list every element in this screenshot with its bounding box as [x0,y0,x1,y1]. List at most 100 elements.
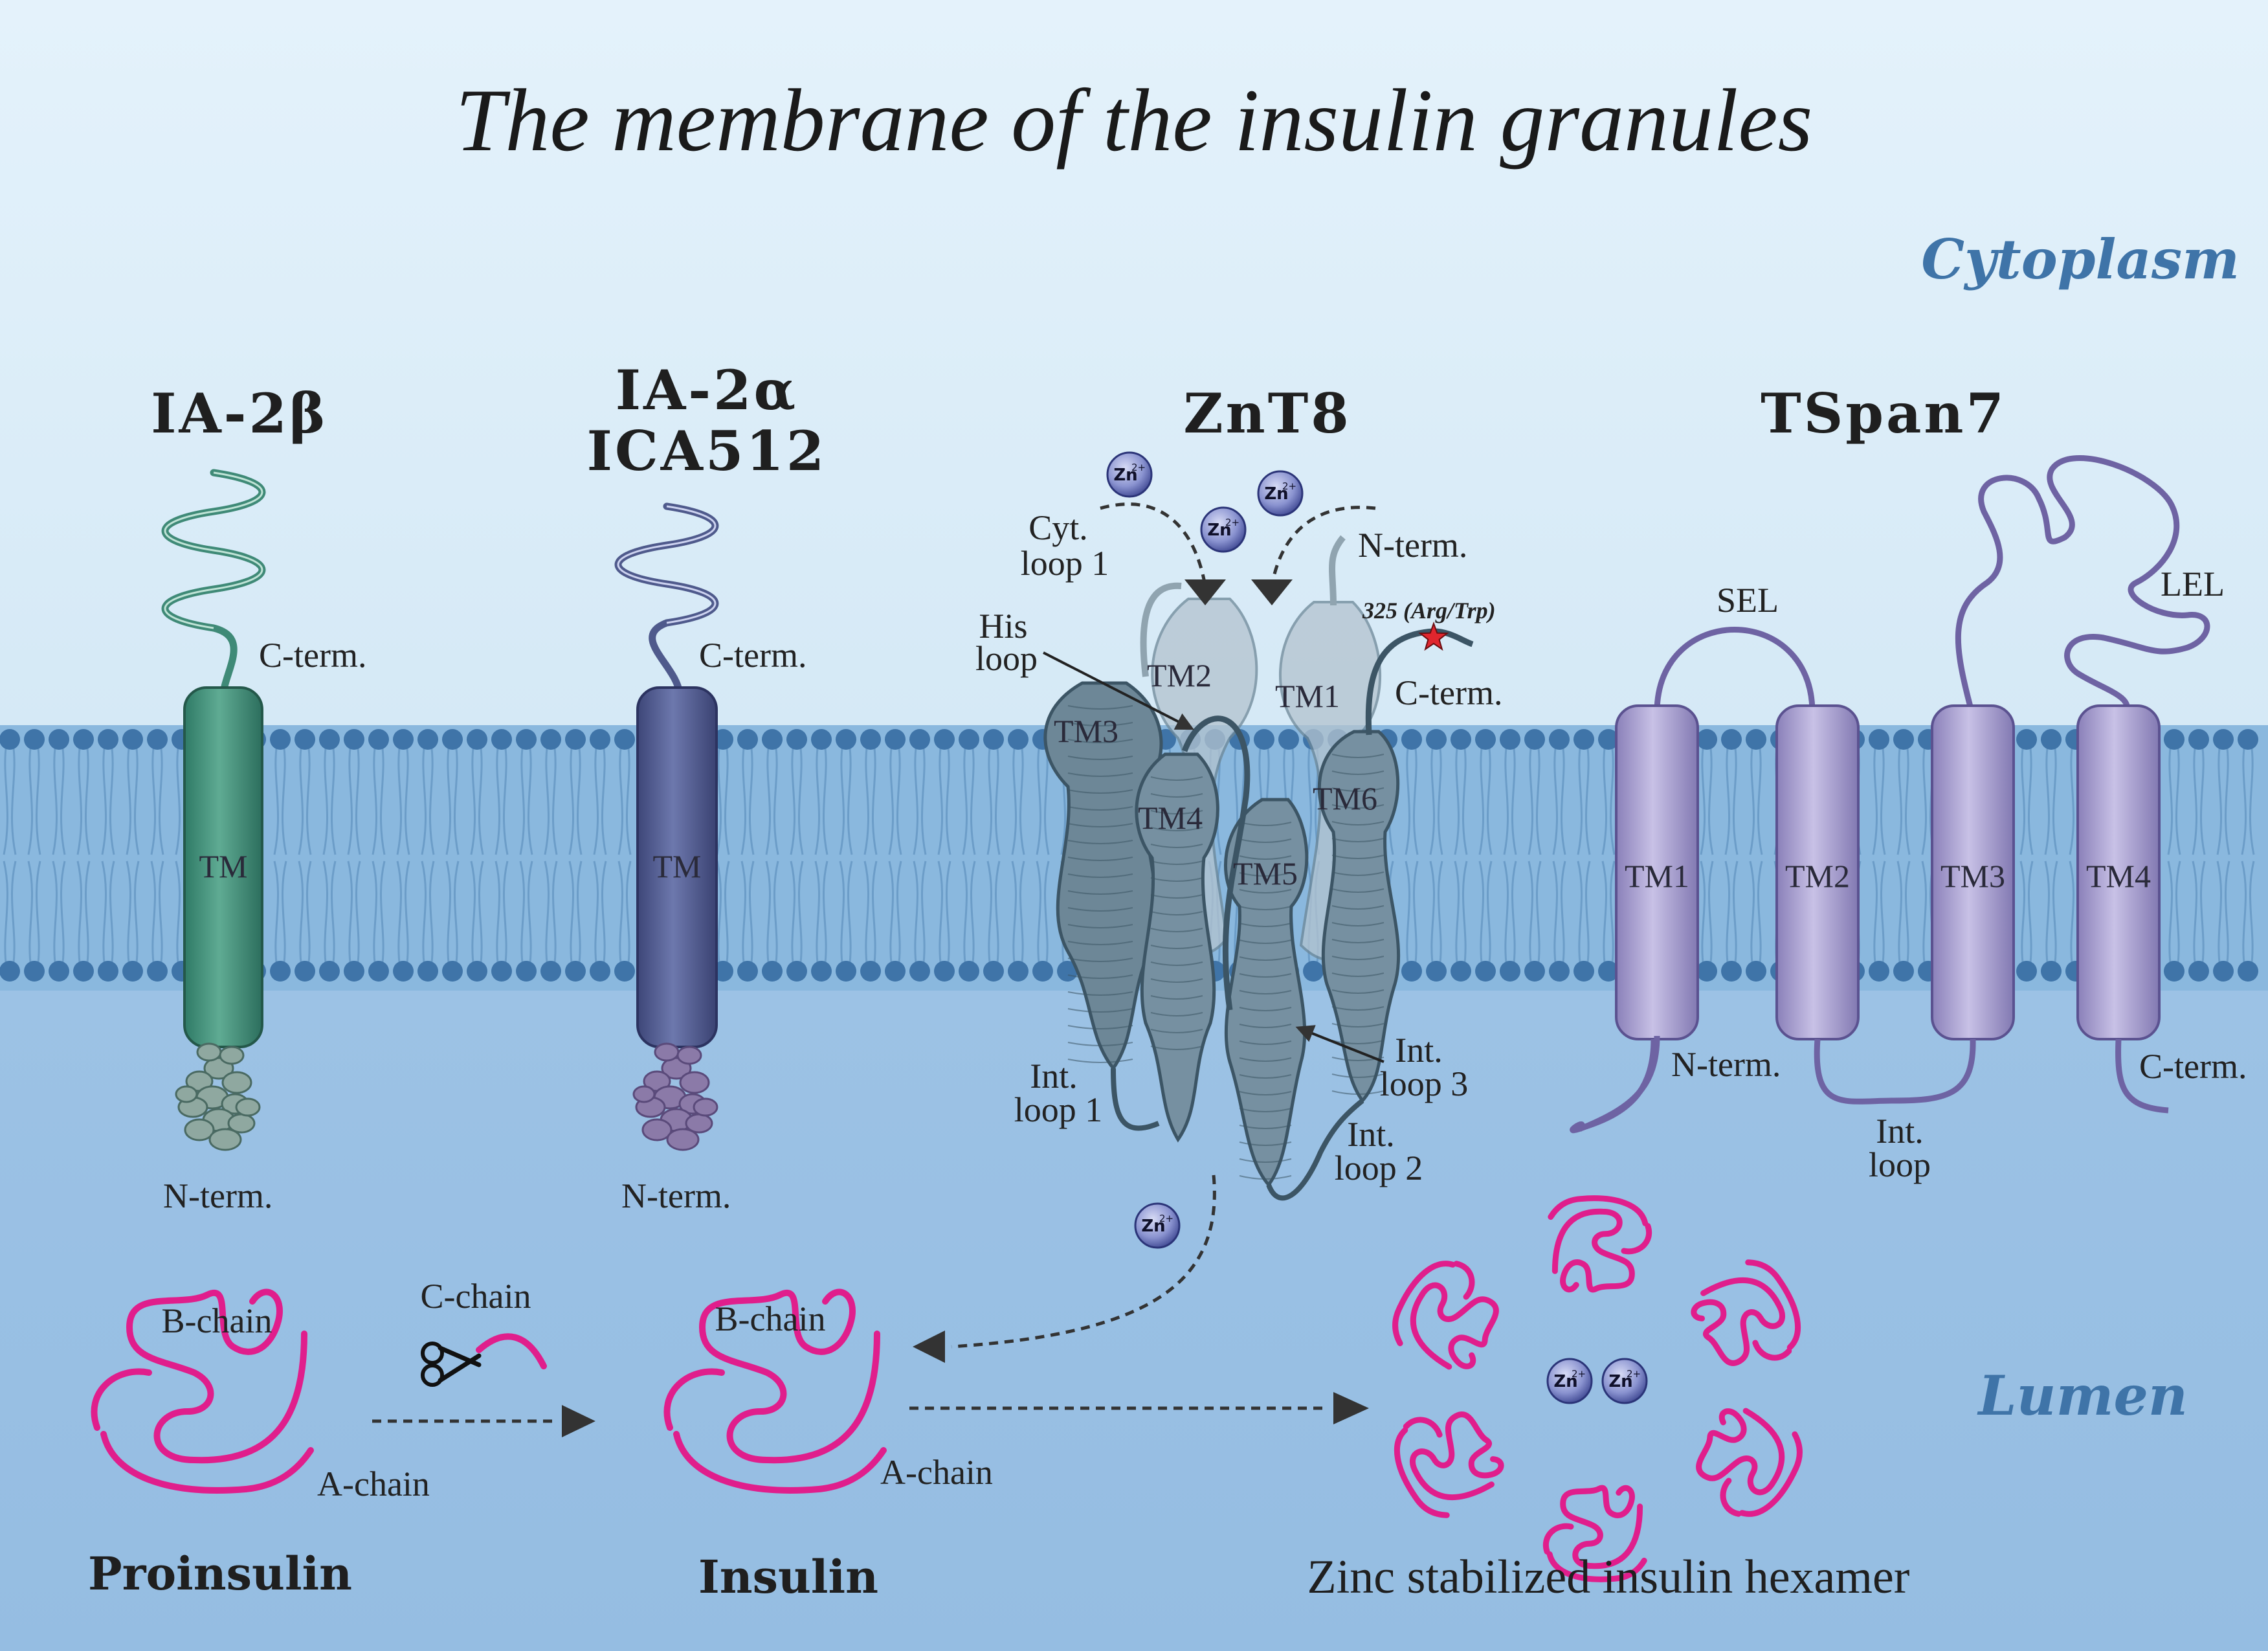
c-chain-peptide [476,1333,547,1369]
c-chain-label: C-chain [421,1277,531,1316]
znt8-nterm-label: N-term. [1358,526,1467,565]
ia2b-nterm-label: N-term. [163,1176,272,1215]
znt8-tm6-label: TM6 [1313,780,1377,816]
znt8-int2-label-2: loop 2 [1335,1149,1423,1187]
hexamer-label: Zinc stabilized insulin hexamer [1307,1551,1910,1604]
znt8-tm4-helix [1135,752,1219,1143]
znt8-zn-influx-arrow-right [1270,506,1376,587]
svg-text:2+: 2+ [1572,1368,1586,1380]
tspan7-sel-label: SEL [1717,581,1779,620]
svg-text:Zn: Zn [1264,484,1288,504]
znt8-his-label-1: His [979,607,1027,646]
znt8-cyt-label-2: loop 1 [1021,544,1109,583]
znt8-tm3-label: TM3 [1054,713,1118,749]
insulin-molecule: B-chain A-chain Insulin [663,1288,993,1604]
znt8-zn-influx-arrowhead-left [1184,579,1226,605]
tspan7-cterm-tail [2115,1039,2169,1114]
znt8-int3-label-1: Int. [1395,1031,1443,1070]
znt8-name: ZnT8 [1183,381,1351,445]
hexamer-insulin-unit [1691,1259,1801,1366]
svg-text:2+: 2+ [1627,1368,1641,1380]
proinsulin-a-chain [91,1368,152,1431]
tspan7-tm3-label: TM3 [1940,858,2005,894]
znt8-int3-label-2: loop 3 [1380,1064,1469,1103]
ica512-name: ICA512 [587,419,827,483]
variant-325-star [1418,622,1449,651]
cytoplasm-label: Cytoplasm [1921,227,2240,291]
znt8-int-loop2 [1266,1098,1364,1201]
insulin-label: Insulin [698,1550,878,1604]
ia2a-protein: IA-2α ICA512 TM C-term. N-term. [587,358,827,1215]
tspan7-name: TSpan7 [1761,381,2007,445]
tspan7-int-label-2: loop [1869,1145,1931,1184]
zinc-ion: Zn2+ [1200,506,1247,553]
proinsulin-b-chain-label: B-chain [162,1301,272,1340]
ia2a-cterm-label: C-term. [699,636,806,675]
page-title: The membrane of the insulin granules [456,71,1813,170]
ia2a-nterm-label: N-term. [621,1176,731,1215]
ia2b-nterm-domain [175,1042,261,1151]
ia2a-tm-label: TM [653,848,702,884]
svg-text:Zn: Zn [1553,1372,1577,1391]
svg-text:2+: 2+ [1131,462,1146,473]
zinc-ion: Zn2+ [1134,1202,1181,1249]
svg-text:Zn: Zn [1141,1217,1165,1236]
znt8-his-label-2: loop [975,639,1038,678]
znt8-zn-efflux-arrow [951,1174,1216,1349]
zinc-ion: Zn2+ [1546,1358,1593,1404]
tspan7-lel-label: LEL [2161,565,2225,603]
znt8-his-loop-pointer [1043,651,1194,730]
tspan7-int-label-1: Int. [1876,1112,1924,1151]
tspan7-tm1-label: TM1 [1625,858,1689,894]
proinsulin-a-chain-2 [100,1431,314,1494]
hexamer-insulin-unit [1392,1261,1499,1370]
insulin-hexamer [1392,1195,1803,1582]
ia2b-tm-label: TM [199,848,248,884]
znt8-zn-influx-arrowhead-right [1251,579,1293,605]
znt8-nterm-tail [1329,535,1346,606]
znt8-int1-label-1: Int. [1030,1057,1078,1095]
znt8-cterm-tail [1365,628,1474,736]
znt8-int1-label-2: loop 1 [1014,1090,1103,1129]
znt8-tm5-label: TM5 [1233,855,1298,892]
zinc-ion: Zn2+ [1257,470,1304,517]
ia2a-tail-highlight [617,505,717,624]
hexamer-arrowhead [1333,1392,1369,1424]
ia2a-nterm-domain [632,1042,718,1151]
tspan7-nterm-tail-2 [1584,1039,1657,1130]
hexamer-insulin-unit [1394,1411,1504,1518]
insulin-b-chain-label: B-chain [715,1299,826,1338]
proinsulin-molecule: B-chain A-chain Proinsulin [88,1288,430,1600]
cleavage-arrowhead [562,1405,595,1437]
znt8-cyt-label-1: Cyt. [1028,508,1088,547]
znt8-tm4-label: TM4 [1138,800,1203,836]
zinc-ions: Zn2+Zn2+Zn2+Zn2+Zn2+Zn2+ [1106,451,1648,1404]
znt8-tm1-label: TM1 [1275,678,1340,714]
ia2b-protein: IA-2β TM C-term. N-term. [151,381,366,1215]
znt8-cterm-label: C-term. [1395,673,1502,712]
insulin-chain-shape [698,1288,880,1464]
znt8-zn-efflux-arrowhead [913,1331,945,1363]
hexamer-insulin-unit [1696,1408,1803,1517]
tspan7-protein: TSpan7 SEL LEL TM1 TM2 TM3 TM4 N-term. I… [1570,381,2247,1184]
hexamer-insulin-unit [1542,1485,1647,1582]
tspan7-tm4-label: TM4 [2086,858,2151,894]
proinsulin-a-chain-label: A-chain [317,1465,430,1503]
lumen-label: Lumen [1977,1364,2188,1428]
ia2b-tm-cylinder [183,686,263,1048]
ia2a-name: IA-2α [616,358,798,422]
znt8-tm2-label: TM2 [1147,657,1212,693]
znt8-zn-influx-arrow-left [1100,502,1207,587]
insulin-a-chain-2 [673,1431,887,1494]
zinc-ion: Zn2+ [1106,451,1153,498]
zinc-ion: Zn2+ [1601,1358,1648,1404]
znt8-int2-label-1: Int. [1347,1115,1395,1154]
tspan7-int-loop [1814,1039,1976,1105]
svg-text:2+: 2+ [1159,1213,1173,1224]
hexamer-insulin-unit [1548,1195,1652,1293]
znt8-helix-stripes [1067,705,1384,1180]
tspan7-tm2-label: TM2 [1785,858,1850,894]
svg-text:2+: 2+ [1225,517,1240,528]
